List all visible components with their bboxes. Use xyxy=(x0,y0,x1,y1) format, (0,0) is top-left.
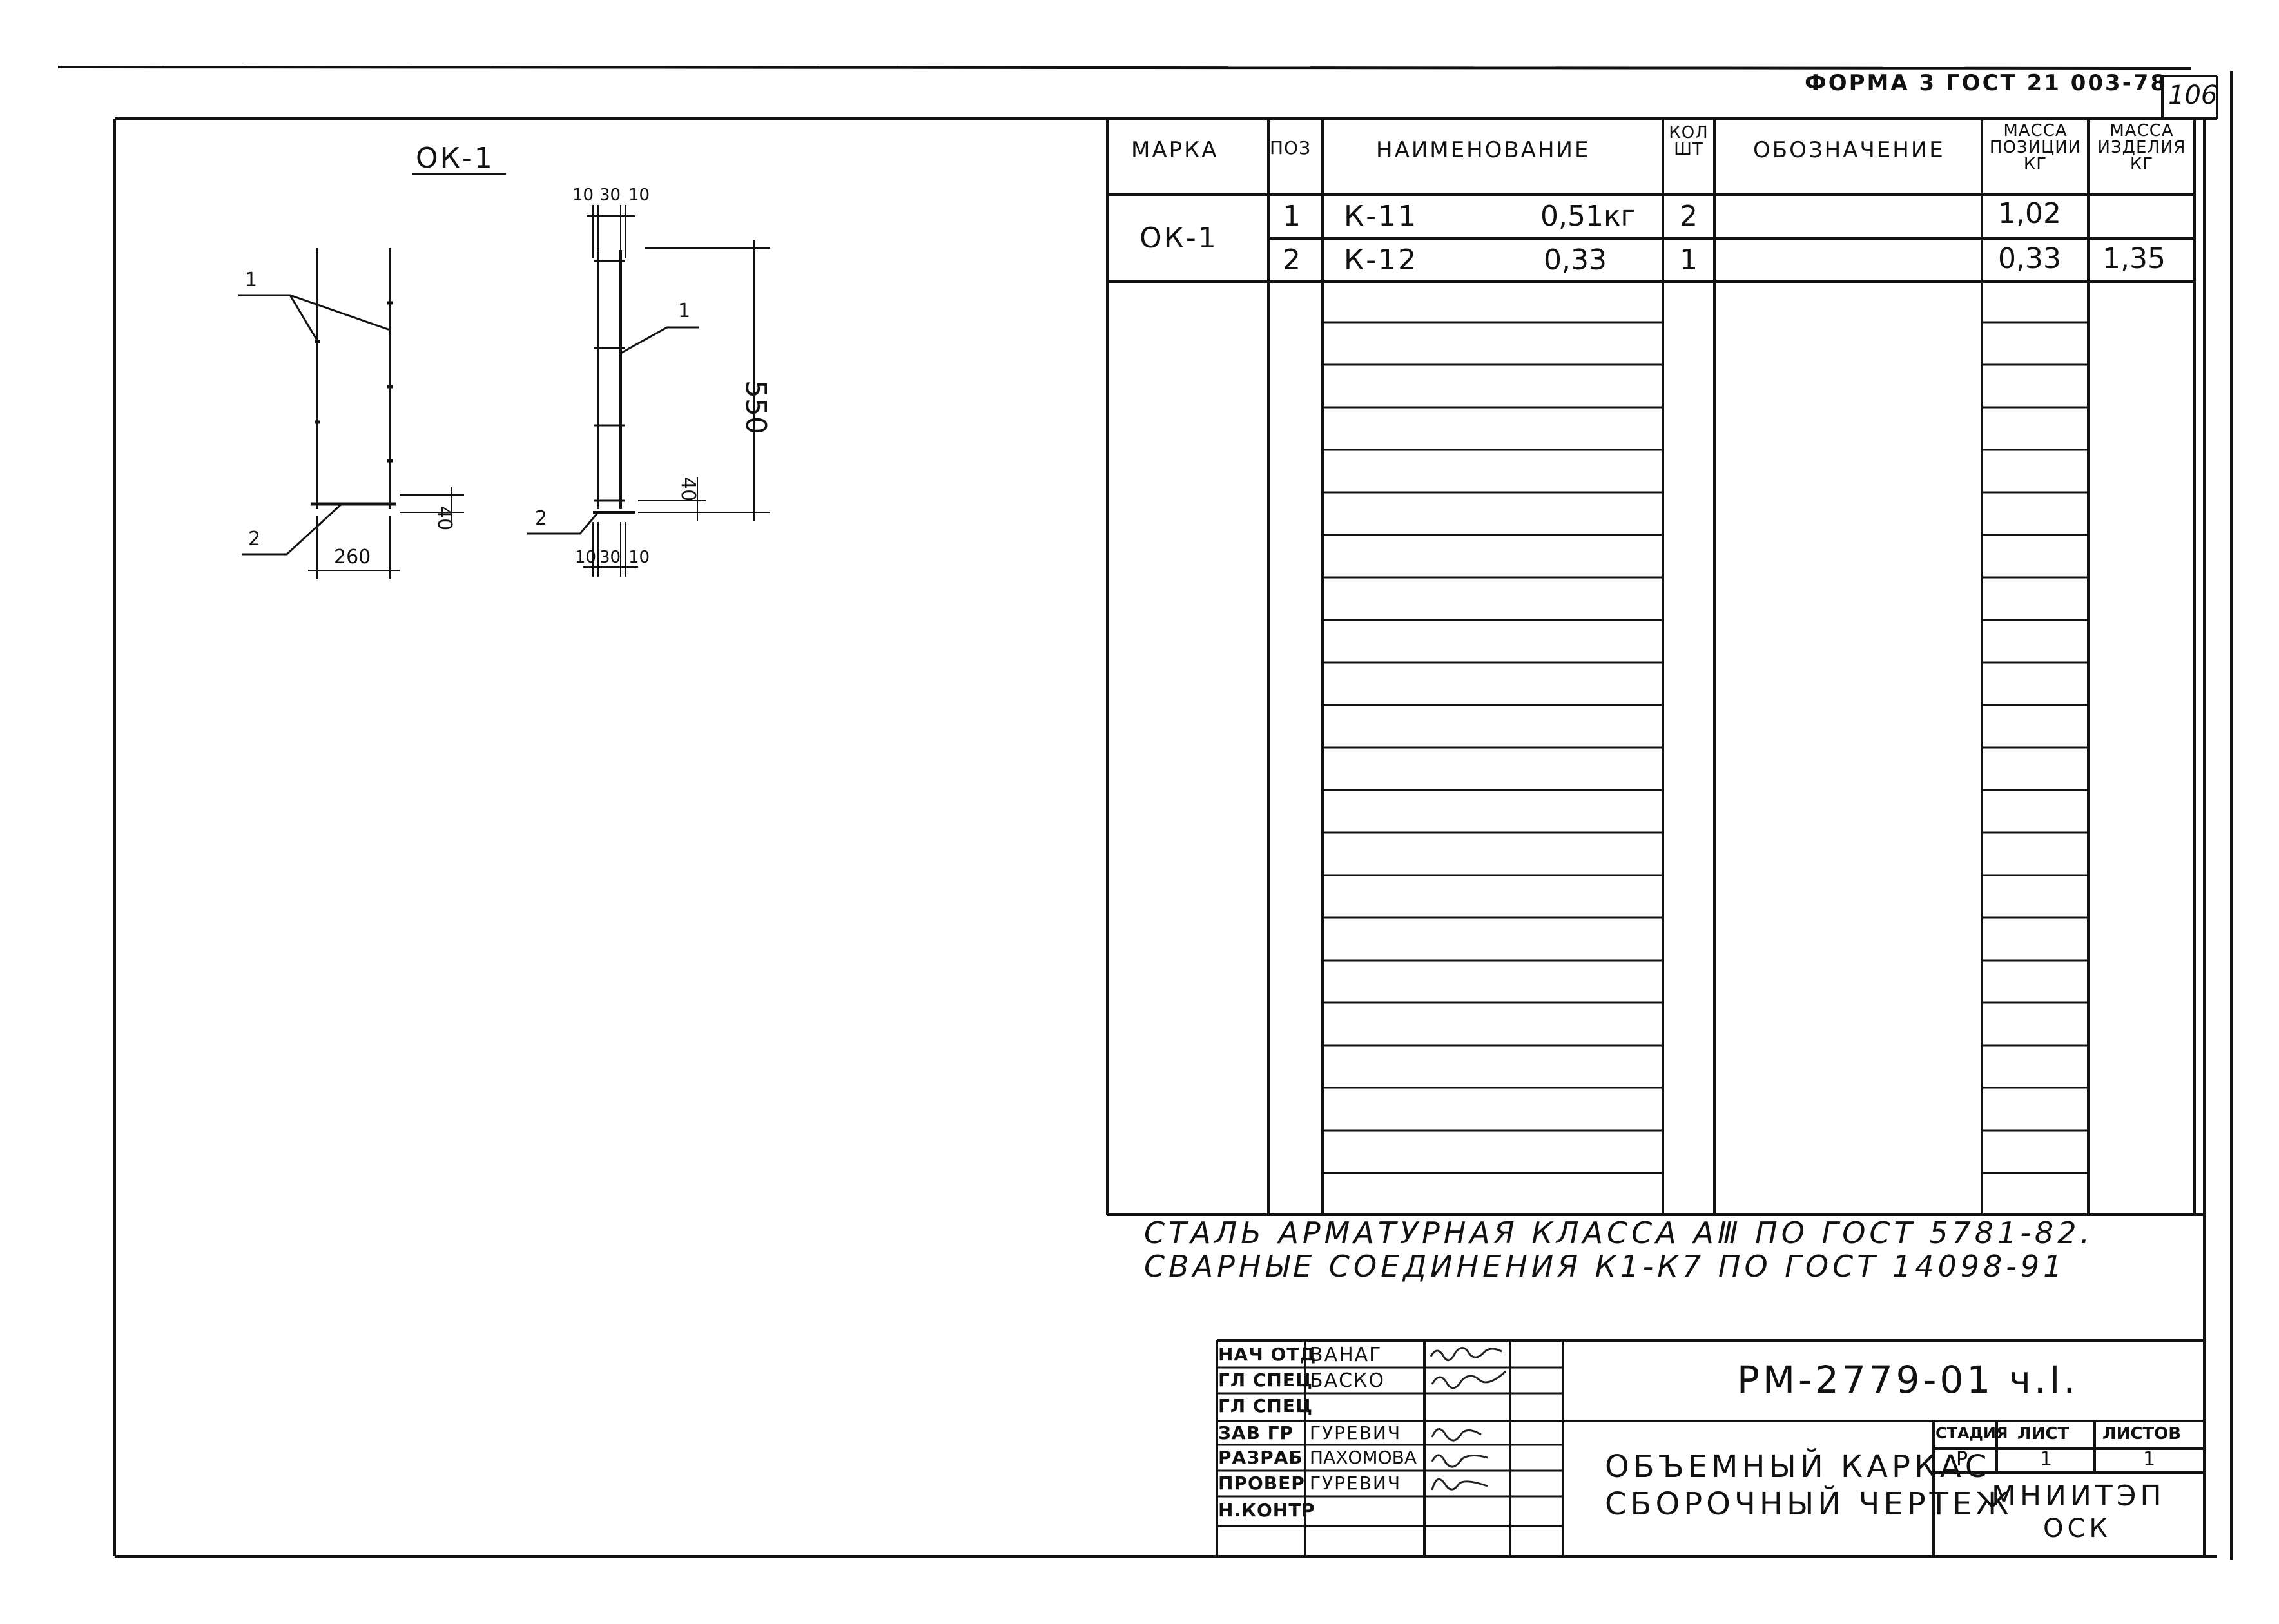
sheet-label: ЛИСТ xyxy=(2017,1424,2070,1444)
sheets-label: ЛИСТОВ xyxy=(2102,1424,2182,1444)
mark-value: ОК-1 xyxy=(1140,222,1218,255)
object-title-line-2: СБОРОЧНЫЙ ЧЕРТЕЖ xyxy=(1605,1486,2013,1522)
role-norm-control: Н.КОНТР xyxy=(1218,1500,1315,1521)
col-header-name: НАИМЕНОВАНИЕ xyxy=(1376,137,1591,163)
side-dim-bottom-c: 10 xyxy=(628,548,650,567)
role-developer: РАЗРАБ xyxy=(1218,1447,1303,1468)
object-title-line-1: ОБЪЕМНЫЙ КАРКАС xyxy=(1605,1449,1991,1485)
org-line-2: ОСК xyxy=(2043,1514,2111,1543)
front-dim-width-label: 260 xyxy=(334,546,371,568)
row1-pos: 1 xyxy=(1283,200,1301,233)
drawing-title: ОК-1 xyxy=(416,142,494,175)
note-line-2: СВАРНЫЕ СОЕДИНЕНИЯ К1-К7 ПО ГОСТ 14098-9… xyxy=(1144,1249,2066,1284)
role-chief-spec-2: ГЛ СПЕЦ xyxy=(1218,1395,1313,1416)
col-header-pos: ПОЗ xyxy=(1270,137,1312,159)
document-code: РМ-2779-01 ч.Ⅰ. xyxy=(1737,1358,2079,1402)
row2-name: К-12 xyxy=(1344,244,1419,276)
signature-marks xyxy=(1430,1347,1507,1491)
front-dim-bottom-label: 40 xyxy=(433,506,456,530)
side-dim-bottom-b: 30 xyxy=(599,548,621,567)
row1-qty: 2 xyxy=(1680,200,1698,233)
stage-label: СТАДИЯ xyxy=(1935,1424,2008,1442)
name-2: БАСКО xyxy=(1310,1369,1385,1392)
name-1: ВАНАГ xyxy=(1310,1344,1382,1366)
col-header-mark: МАРКА xyxy=(1131,137,1219,163)
row2-pos: 2 xyxy=(1283,244,1301,276)
side-dim-offset-label: 40 xyxy=(677,477,699,501)
col-header-designation: ОБОЗНАЧЕНИЕ xyxy=(1753,137,1945,163)
row2-mass-pos: 0,33 xyxy=(1998,242,2061,275)
col-header-mass-pos: МАССА ПОЗИЦИИ КГ xyxy=(1989,121,2082,174)
row1-name: К-11 xyxy=(1344,200,1419,233)
name-4: ГУРЕВИЧ xyxy=(1310,1422,1402,1444)
note-line-1: СТАЛЬ АРМАТУРНАЯ КЛАССА АⅢ ПО ГОСТ 5781-… xyxy=(1144,1215,2094,1250)
sheet-number: 106 xyxy=(2168,81,2218,110)
side-dim-top-a: 10 xyxy=(572,186,594,205)
side-pos-1-label: 1 xyxy=(678,300,691,322)
front-pos-1-label: 1 xyxy=(245,269,258,291)
row2-mass-item: 1,35 xyxy=(2102,242,2166,275)
stage-value: Р xyxy=(1956,1448,1968,1471)
role-chief-spec-1: ГЛ СПЕЦ xyxy=(1218,1369,1313,1391)
side-dim-top-c: 10 xyxy=(628,186,650,205)
sheet-value: 1 xyxy=(2040,1448,2053,1471)
form-label: ФОРМА 3 ГОСТ 21 003-78 xyxy=(1805,70,2168,96)
role-head-dept: НАЧ ОТД xyxy=(1218,1344,1317,1365)
org-line-1: МНИИТЭП xyxy=(1992,1480,2166,1513)
dim-height-label: 550 xyxy=(739,380,772,434)
role-group-head: ЗАВ ГР xyxy=(1218,1422,1294,1444)
col-header-qty: КОЛ ШТ xyxy=(1669,123,1709,159)
side-pos-2-label: 2 xyxy=(535,507,548,530)
row2-name-mass: 0,33 xyxy=(1544,244,1607,276)
name-5: ПАХОМОВА xyxy=(1310,1447,1417,1468)
col-header-mass-item: МАССА ИЗДЕЛИЯ КГ xyxy=(2097,121,2186,174)
front-pos-2-label: 2 xyxy=(248,528,261,550)
role-checker: ПРОВЕР xyxy=(1218,1473,1305,1494)
row1-name-mass: 0,51кг xyxy=(1540,200,1636,233)
row2-qty: 1 xyxy=(1680,244,1698,276)
name-6: ГУРЕВИЧ xyxy=(1310,1473,1402,1494)
side-dim-bottom-a: 10 xyxy=(575,548,597,567)
row1-mass-pos: 1,02 xyxy=(1998,197,2061,230)
side-dim-top-b: 30 xyxy=(599,186,621,205)
sheets-value: 1 xyxy=(2143,1448,2156,1471)
